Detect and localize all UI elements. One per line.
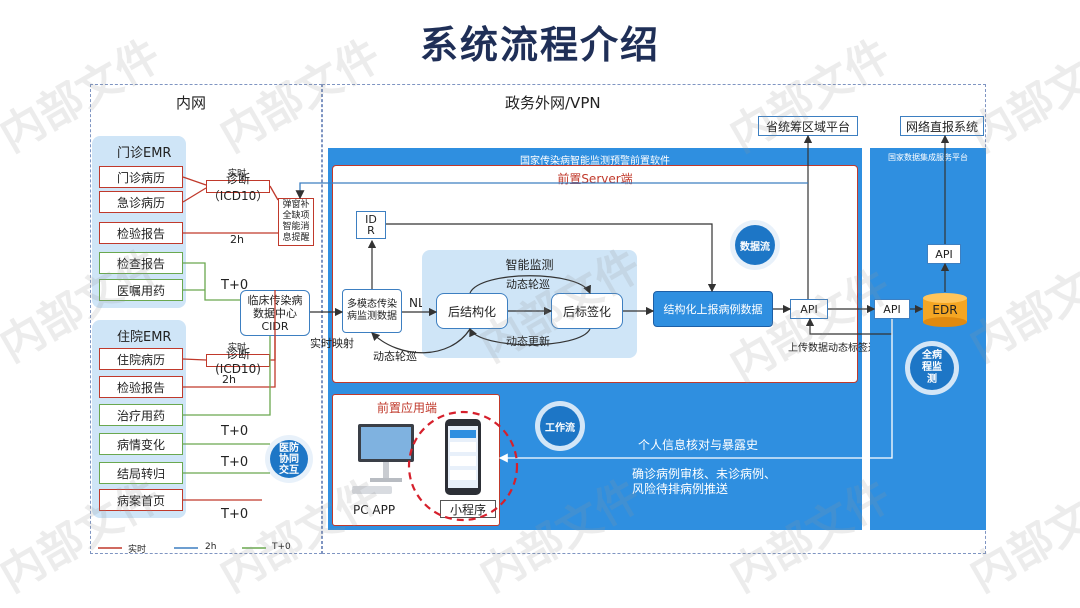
dyn-poll-label-2: 动态轮巡 (373, 350, 417, 363)
phone-icon (445, 419, 481, 495)
realtime-map-label: 实时映射 (310, 337, 354, 350)
inpatient-item-3: 病情变化 (99, 433, 183, 455)
multimodal-box: 多模态传染病监测数据 (342, 289, 402, 333)
badge-cooperation-text: 医防协同交互 (279, 442, 299, 476)
inpatient-item-0: 住院病历 (99, 348, 183, 370)
popup-reminder-box: 弹窗补全缺项智能消息提醒 (278, 198, 314, 246)
intranet-label: 内网 (176, 94, 207, 112)
outpatient-item-2: 检验报告 (99, 222, 183, 244)
badge-work-flow: 工作流 (540, 406, 580, 446)
dyn-update-label: 动态更新 (506, 335, 550, 348)
front-software-label: 国家传染病智能监测预警前置软件 (520, 156, 670, 167)
outpatient-item-3: 检查报告 (99, 252, 183, 274)
outpatient-emr-title: 门诊EMR (117, 146, 172, 161)
struct-report-text: 结构化上报病例数据 (663, 302, 763, 316)
label-t0-4: T+0 (221, 507, 249, 522)
inpatient-item-4: 结局转归 (99, 462, 183, 484)
edr-label: EDR (932, 303, 958, 317)
outpatient-item-0: 门诊病历 (99, 166, 183, 188)
realtime-note-1: 实时 (228, 169, 247, 179)
province-platform: 省统筹区域平台 (758, 116, 858, 136)
badge-cooperation: 医防协同交互 (270, 440, 308, 478)
front-app-label: 前置应用端 (376, 401, 437, 415)
post-struct-box: 后结构化 (436, 293, 508, 329)
pc-illustration (350, 420, 420, 500)
outpatient-item-4: 医嘱用药 (99, 279, 183, 301)
idr-text: IDR (365, 213, 377, 237)
struct-report-box: 结构化上报病例数据 (653, 291, 773, 327)
label-2h-2: 2h (222, 373, 236, 386)
front-server-label: 前置Server端 (557, 172, 633, 186)
legend-realtime: 实时 (128, 545, 147, 555)
multimodal-text: 多模态传染病监测数据 (347, 299, 397, 322)
mini-program-box: 小程序 (440, 500, 496, 518)
post-tag-box: 后标签化 (551, 293, 623, 329)
popup-reminder-text: 弹窗补全缺项智能消息提醒 (282, 200, 310, 243)
smart-monitor-title: 智能监测 (505, 258, 554, 272)
inpatient-emr-title: 住院EMR (117, 330, 172, 345)
api-box-2: API (874, 299, 910, 319)
personal-check-label: 个人信息核对与暴露史 (638, 438, 759, 452)
direct-report-system: 网络直报系统 (900, 116, 984, 136)
legend-2h: 2h (205, 542, 217, 552)
cidr-text: 临床传染病数据中心CIDR (247, 293, 303, 333)
inpatient-item-1: 检验报告 (99, 376, 183, 398)
label-t0-2: T+0 (221, 424, 249, 439)
inpatient-item-5: 病案首页 (99, 489, 183, 511)
risk-push-label: 风险待排病例推送 (632, 482, 729, 496)
badge-data-flow: 数据流 (735, 225, 775, 265)
monitor-icon (352, 424, 414, 494)
confirm-review-label: 确诊病例审核、未诊病例、 (632, 467, 777, 481)
idr-box: IDR (356, 211, 386, 239)
legend-t0: T+0 (272, 542, 291, 552)
outpatient-item-1: 急诊病历 (99, 191, 183, 213)
badge-full-course: 全病程监测 (910, 346, 954, 390)
cidr-box: 临床传染病数据中心CIDR (240, 290, 310, 336)
phone-illustration (444, 418, 482, 496)
inpatient-item-2: 治疗用药 (99, 404, 183, 426)
national-platform-label: 国家数据集成服务平台 (888, 153, 968, 162)
gov-network-label: 政务外网/VPN (505, 94, 601, 112)
badge-full-course-text: 全病程监测 (922, 350, 942, 385)
edr-cylinder: EDR (922, 292, 968, 328)
label-t0-3: T+0 (221, 455, 249, 470)
pc-app-label: PC APP (353, 503, 396, 517)
diag-icd-tag-2: 诊断(ICD10) (206, 347, 270, 376)
api-box-3: API (927, 244, 961, 264)
api-box-1: API (790, 299, 828, 319)
label-2h-1: 2h (230, 233, 244, 246)
intranet-zone (90, 84, 322, 554)
dyn-poll-label-1: 动态轮巡 (506, 278, 550, 291)
page-title: 系统流程介绍 (419, 23, 660, 67)
edr-cylinder-shape (923, 293, 967, 327)
diag-icd-tag-1: 诊断（ICD10） (206, 171, 270, 203)
national-platform-panel (870, 148, 986, 530)
